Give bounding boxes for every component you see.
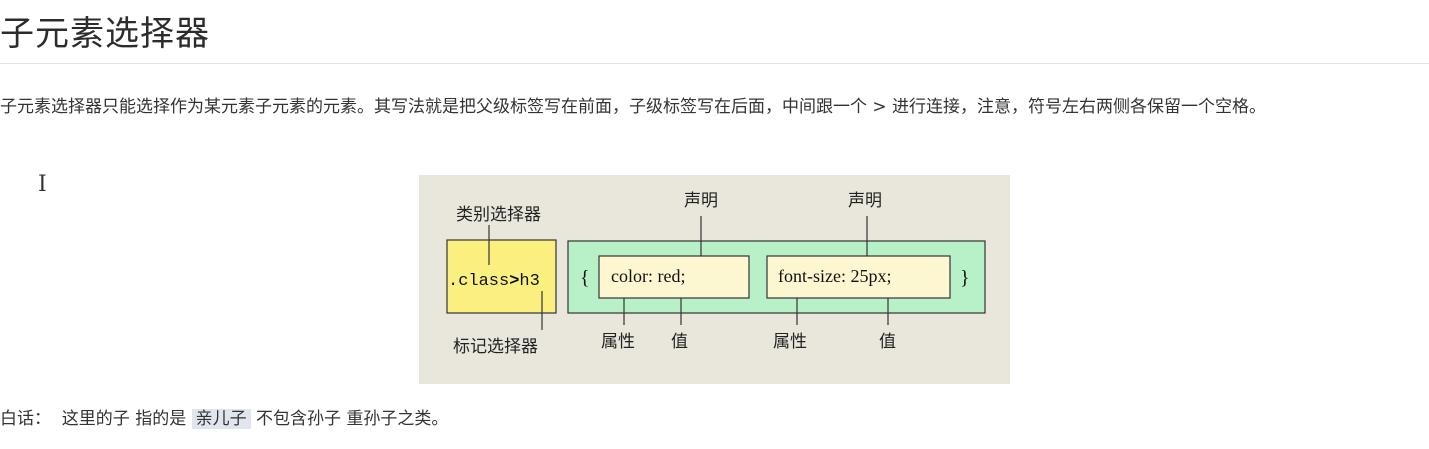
- close-brace: }: [960, 267, 970, 289]
- declaration-text-1: color: red;: [611, 266, 685, 286]
- tag-selector-label: 标记选择器: [453, 337, 538, 356]
- declaration-header-1: 声明: [684, 191, 718, 210]
- selector-box: [446, 239, 557, 314]
- selector-arrow: >: [509, 272, 519, 291]
- property-label-2: 属性: [773, 332, 807, 351]
- css-syntax-diagram: 类别选择器 标记选择器 声明 声明 属性 值 属性 值 .class>h3 { …: [419, 175, 1010, 384]
- note-highlight: 亲儿子: [191, 409, 251, 429]
- value-label-2: 值: [879, 332, 896, 351]
- declaration-box-2: [766, 255, 951, 299]
- note-paragraph: 白话： 这里的子 指的是 亲儿子 不包含孙子 重孙子之类。: [0, 404, 448, 434]
- selector-tag: h3: [519, 272, 539, 291]
- heading-divider: [0, 63, 1429, 64]
- note-prefix: 白话： 这里的子 指的是: [0, 409, 192, 429]
- class-selector-label: 类别选择器: [456, 205, 541, 224]
- property-label-1: 属性: [601, 332, 635, 351]
- declaration-header-2: 声明: [848, 191, 882, 210]
- selector-class: .class: [448, 272, 509, 291]
- text-cursor-icon: I: [38, 172, 47, 197]
- note-suffix: 不包含孙子 重孙子之类。: [250, 409, 449, 429]
- declaration-text-2: font-size: 25px;: [778, 266, 891, 286]
- value-label-1: 值: [671, 332, 688, 351]
- open-brace: {: [580, 267, 590, 289]
- description-paragraph: 子元素选择器只能选择作为某元素子元素的元素。其写法就是把父级标签写在前面，子级标…: [0, 97, 1267, 117]
- section-heading: 子元素选择器: [0, 14, 210, 54]
- selector-text: .class>h3: [448, 272, 540, 291]
- declaration-box-1: [598, 255, 750, 299]
